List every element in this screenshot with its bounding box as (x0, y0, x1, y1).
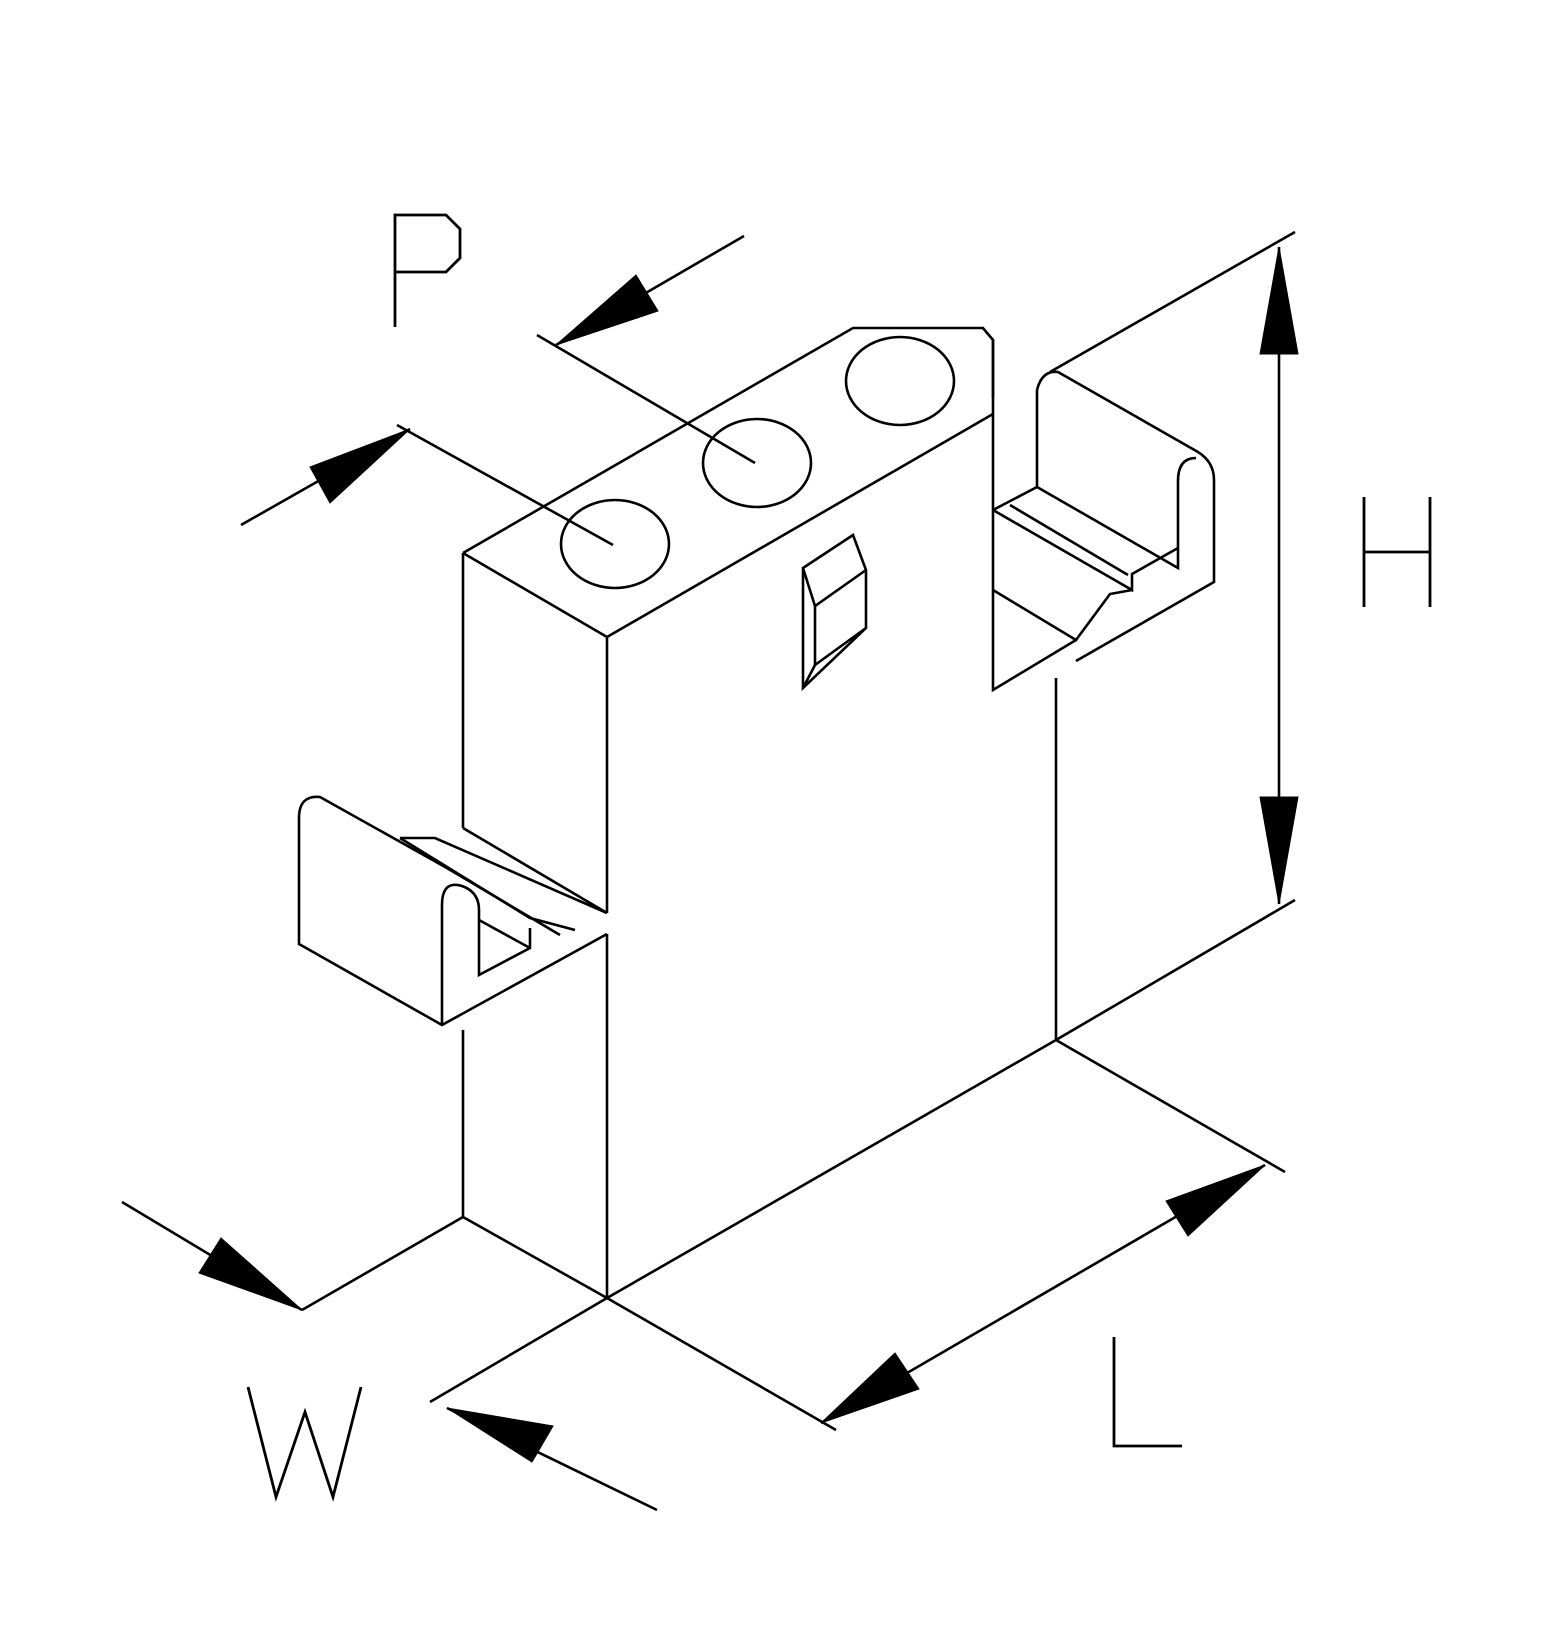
dimension-h (1049, 230, 1432, 1042)
housing-body (461, 326, 1077, 1300)
dimension-l-arrow-right (1165, 1164, 1266, 1237)
dimension-h-arrow-bottom (1259, 796, 1299, 905)
dimension-p-arrow-upper (555, 274, 659, 346)
dimension-l (606, 1038, 1286, 1448)
contact-cavities (559, 335, 956, 590)
dimension-p (240, 213, 756, 547)
dimension-h-arrow-top (1259, 246, 1299, 355)
dimension-w-arrow-lower (446, 1407, 554, 1463)
dimension-l-arrow-left (820, 1352, 920, 1424)
dimension-w (121, 1200, 658, 1512)
dimension-p-arrow-lower (309, 428, 411, 504)
dimension-w-letter (246, 1386, 363, 1502)
dimension-l-letter (1112, 1337, 1182, 1448)
cavity-2 (701, 417, 813, 509)
locking-ramp (801, 533, 868, 692)
right-latch (992, 370, 1216, 663)
dimension-p-letter (393, 213, 462, 327)
left-latch (297, 795, 608, 1027)
cavity-3 (844, 335, 956, 427)
dimension-h-letter (1362, 497, 1432, 607)
cavity-1 (559, 498, 671, 590)
dimension-w-arrow-upper (198, 1237, 303, 1311)
